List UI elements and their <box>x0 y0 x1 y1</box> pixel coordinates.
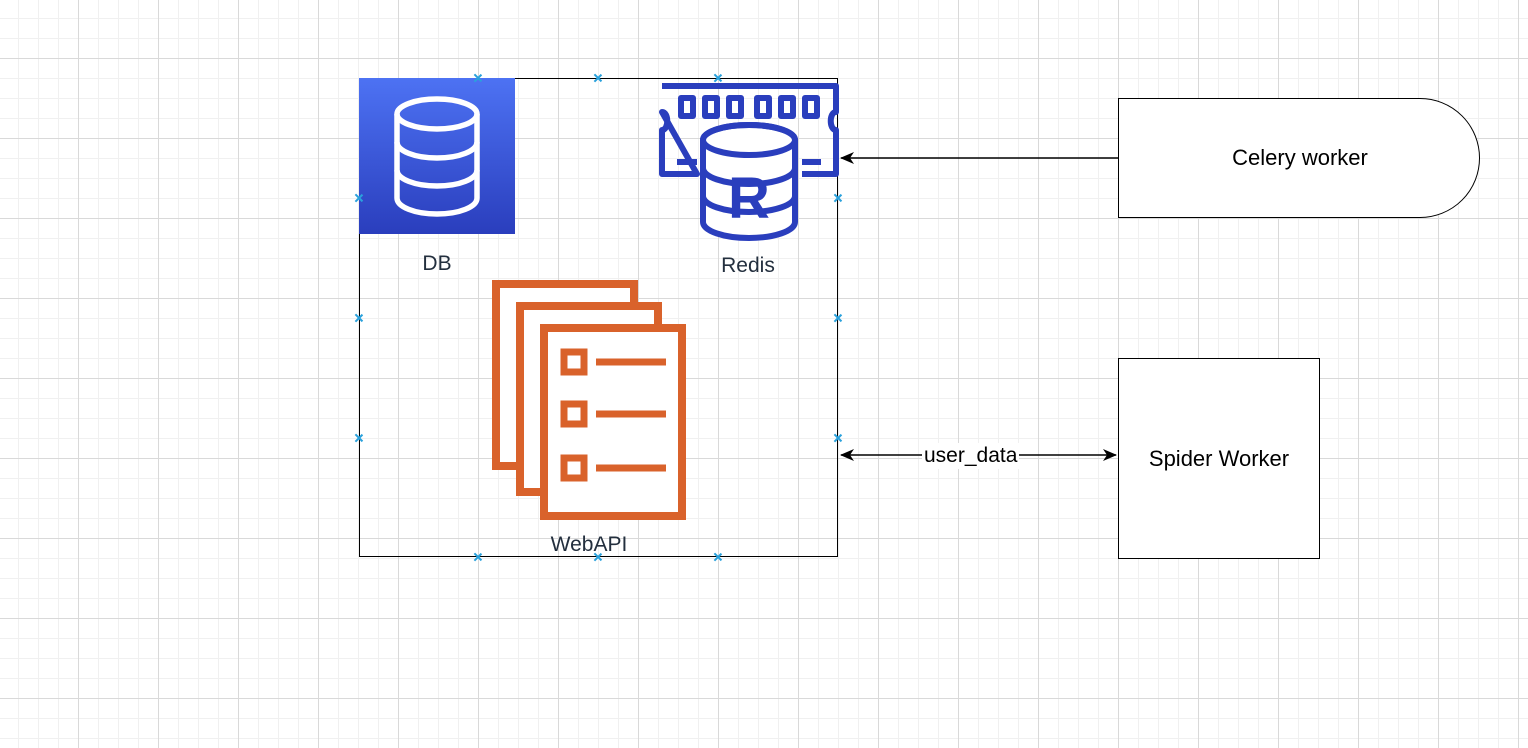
redis-label: Redis <box>721 254 775 277</box>
connection-point-icon[interactable] <box>354 433 364 443</box>
webapi-label: WebAPI <box>550 533 628 556</box>
spider-worker-label: Spider Worker <box>1148 445 1290 471</box>
connection-point-icon[interactable] <box>473 552 483 562</box>
database-icon[interactable] <box>359 78 515 234</box>
connection-point-icon[interactable] <box>713 552 723 562</box>
connection-point-icon[interactable] <box>713 73 723 83</box>
connection-point-icon[interactable] <box>593 73 603 83</box>
db-label: DB <box>422 252 452 275</box>
celery-worker-node[interactable]: Celery worker <box>1118 98 1480 218</box>
connection-point-icon[interactable] <box>833 433 843 443</box>
connection-point-icon[interactable] <box>833 193 843 203</box>
celery-worker-label: Celery worker <box>1232 145 1368 170</box>
connection-point-icon[interactable] <box>593 552 603 562</box>
spider-worker-node[interactable]: Spider Worker <box>1118 358 1320 559</box>
connection-point-icon[interactable] <box>354 313 364 323</box>
redis-r-glyph: R <box>728 166 770 231</box>
user-data-edge-label[interactable]: user_data <box>922 443 1020 469</box>
connection-point-icon[interactable] <box>833 313 843 323</box>
connection-point-icon[interactable] <box>473 73 483 83</box>
redis-icon[interactable]: R <box>657 78 841 242</box>
database-icon-glyph <box>394 96 480 217</box>
connection-point-icon[interactable] <box>354 193 364 203</box>
document-stack-icon[interactable] <box>488 276 692 524</box>
